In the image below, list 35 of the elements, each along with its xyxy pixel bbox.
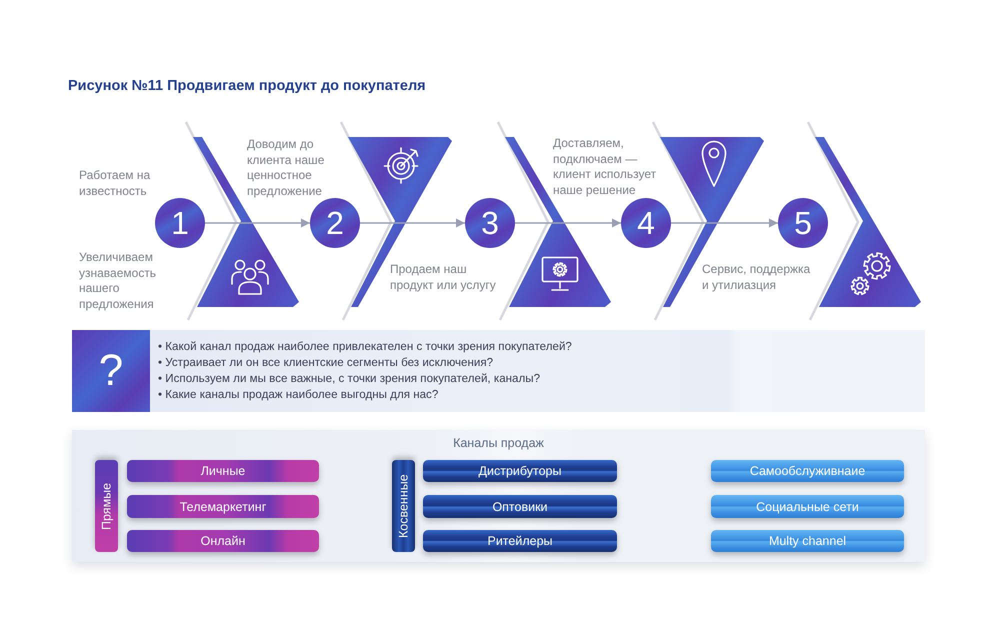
figure-title: Рисунок №11 Продвигаем продукт до покупателя	[68, 78, 426, 94]
arrow	[515, 218, 621, 228]
channel-bar: Дистрибуторы	[423, 460, 617, 482]
channel-bar: Личные	[127, 460, 319, 482]
arrow	[671, 218, 778, 228]
channel-bar: Онлайн	[127, 530, 319, 552]
step-description: Сервис, поддержка и утилиазция	[702, 262, 812, 293]
question-tile: ?	[72, 330, 150, 412]
question-text: • Какой канал продаж наиболее привлекателен с точки зрения покупателей?	[158, 339, 572, 355]
question-text: • Устраивает ли он все клиентские сегменты без исключения?	[158, 355, 494, 371]
question-text: • Какие каналы продаж наиболее выгодны для нас?	[158, 387, 440, 403]
panel-heading: Каналы продаж	[453, 436, 544, 450]
step-number: 3	[481, 207, 499, 239]
step-number: 2	[326, 207, 344, 239]
step-number: 5	[794, 207, 812, 239]
channel-bar: Телемаркетинг	[127, 495, 319, 518]
channels-panel	[72, 430, 925, 562]
channel-bar: Самообслуживнаие	[711, 460, 904, 482]
arrow	[360, 218, 465, 228]
arrow	[205, 218, 310, 228]
channel-bar: Ритейлеры	[423, 530, 617, 552]
step-number: 1	[171, 207, 189, 239]
step-description: Доставляем, подключаем — клиент использует наше решение	[553, 136, 658, 198]
question-text: • Используем ли мы все важные, с точки зрения покупателей, каналы?	[158, 371, 542, 387]
question-panel	[72, 330, 925, 412]
step-description: Работаем на известность	[79, 168, 152, 199]
channel-bar: Оптовики	[423, 495, 617, 518]
channel-bar: Социальные сети	[711, 495, 904, 518]
channel-group-bar: Косвенные	[392, 460, 415, 552]
channel-bar: Multy channel	[711, 530, 904, 552]
step-description: Продаем наш продукт или услугу	[390, 262, 497, 293]
step-description: Доводим до клиента наше ценностное предложение	[247, 137, 326, 199]
step-number: 4	[637, 207, 655, 239]
channel-group-bar: Прямые	[95, 460, 118, 552]
step-description: Увеличиваем узнаваемость нашего предложения	[79, 250, 158, 312]
